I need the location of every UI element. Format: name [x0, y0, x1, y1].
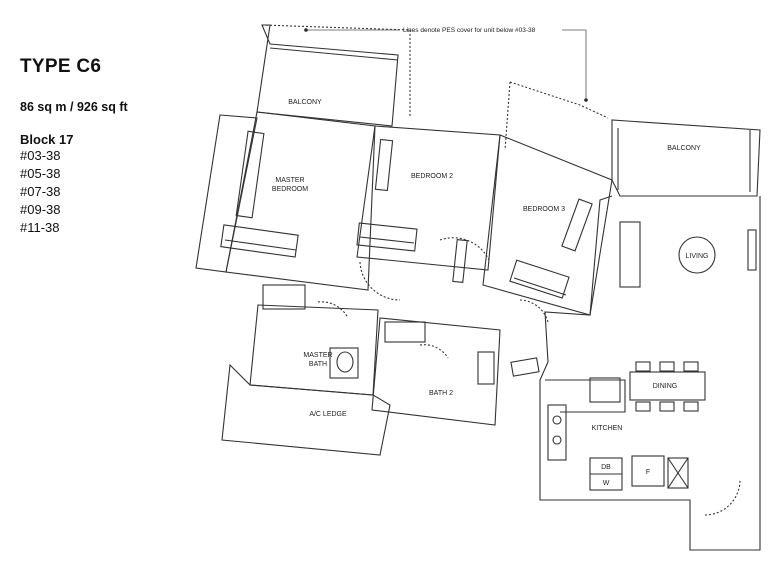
- wardrobe-line: [513, 277, 567, 296]
- ac-ledge-label: A/C LEDGE: [309, 411, 347, 418]
- unit-number: #03-38: [20, 148, 61, 163]
- f-label: F: [646, 469, 650, 476]
- chair: [659, 361, 675, 372]
- ac-ledge-outline: [221, 363, 391, 456]
- door-swing: [519, 299, 549, 323]
- shaft: [262, 284, 306, 310]
- living-label: LIVING: [686, 253, 709, 260]
- chair: [683, 361, 699, 372]
- sink: [552, 415, 562, 425]
- shaft: [510, 357, 540, 377]
- door-swing: [317, 301, 349, 319]
- block-name: Block 17: [20, 132, 74, 147]
- balcony-left-label: BALCONY: [288, 99, 322, 106]
- window-sill: [235, 130, 265, 219]
- pes-cover-line: [261, 24, 411, 116]
- balcony-right-outline: [611, 119, 761, 197]
- window-sill: [747, 229, 757, 271]
- master-bath-label: BATH: [309, 361, 327, 368]
- bath2-label: BATH 2: [429, 390, 453, 397]
- master-bedroom-label: MASTER: [275, 177, 304, 184]
- unit-number: #05-38: [20, 166, 61, 181]
- pes-cover-line: [509, 81, 609, 119]
- cabinet-line: [667, 457, 689, 489]
- unit-type-title: TYPE C6: [20, 56, 102, 77]
- bath-fixture: [329, 347, 359, 379]
- note-leader: [562, 29, 587, 100]
- unit-area: 86 sq m / 926 sq ft: [20, 100, 128, 114]
- balcony-right-label: BALCONY: [667, 145, 701, 152]
- unit-number: #09-38: [20, 202, 61, 217]
- pes-note: Lines denote PES cover for unit below #0…: [403, 27, 536, 34]
- stove: [589, 377, 621, 403]
- dining-table: [629, 371, 706, 401]
- door-swing: [439, 237, 491, 263]
- db-label: DB: [601, 464, 611, 471]
- balcony-railing: [269, 47, 399, 61]
- door-swing: [359, 261, 401, 301]
- unit-number: #11-38: [20, 220, 60, 235]
- master-bedroom-outline: [225, 111, 376, 291]
- pes-cover-line: [504, 81, 511, 151]
- chair: [659, 401, 675, 412]
- kitchen-counter: [545, 379, 626, 413]
- bay-window-left: [195, 114, 258, 273]
- bath-fixture: [477, 351, 495, 385]
- sofa: [619, 221, 641, 288]
- vanity: [384, 321, 426, 343]
- sink: [552, 435, 562, 445]
- door-swing: [704, 479, 741, 516]
- kitchen-label: KITCHEN: [592, 425, 623, 432]
- sink-counter: [547, 404, 567, 461]
- balcony-left-outline: [256, 24, 399, 127]
- living-table: [678, 236, 716, 274]
- unit-info: TYPE C6 86 sq m / 926 sq ft Block 17 #03…: [20, 56, 200, 237]
- fridge: [631, 455, 665, 487]
- living-dining-outline: [539, 195, 761, 551]
- wardrobe: [509, 259, 570, 299]
- dining-label: DINING: [653, 383, 678, 390]
- chair: [635, 361, 651, 372]
- master-bedroom-label: BEDROOM: [272, 186, 308, 193]
- master-bath-outline: [249, 304, 379, 396]
- wardrobe-line: [359, 236, 415, 244]
- bedroom3-label: BEDROOM 3: [523, 206, 565, 213]
- window-sill: [561, 198, 593, 252]
- w-label: W: [603, 480, 610, 487]
- toilet: [336, 351, 354, 373]
- chair: [635, 401, 651, 412]
- chair: [683, 401, 699, 412]
- master-bath-label: MASTER: [303, 352, 332, 359]
- window-sill: [374, 138, 394, 192]
- wardrobe-line: [224, 239, 297, 251]
- plan-walls: [195, 24, 761, 551]
- wardrobe: [356, 222, 418, 252]
- wardrobe: [220, 224, 299, 258]
- bath2-outline: [371, 317, 501, 426]
- cabinet: [667, 457, 689, 489]
- unit-number: #07-38: [20, 184, 61, 199]
- bedroom2-label: BEDROOM 2: [411, 173, 453, 180]
- bedroom2-outline: [356, 125, 501, 271]
- column: [452, 238, 468, 284]
- door-swing: [419, 344, 449, 359]
